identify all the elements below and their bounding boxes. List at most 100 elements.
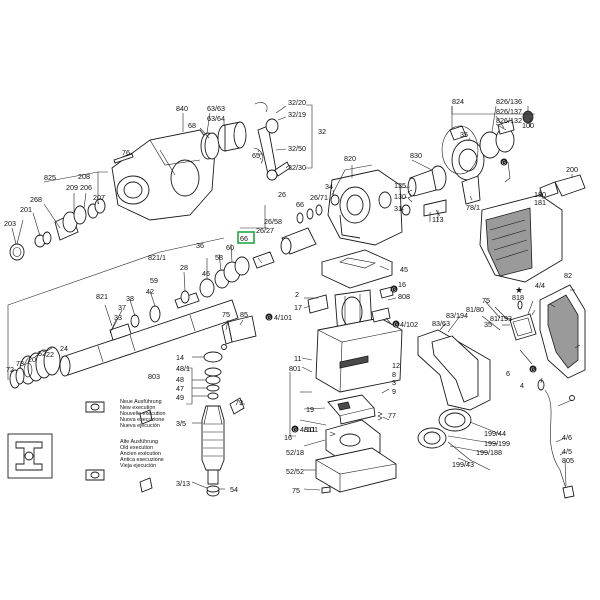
- callout-38: 38: [126, 294, 134, 303]
- legend-old-1: Old execution: [120, 445, 153, 451]
- callout-49: 49: [176, 393, 184, 402]
- spring-130: [407, 189, 413, 203]
- legend-new-3: Nuova esecuzione: [120, 417, 164, 423]
- callout-826-132: 826/132: [496, 116, 522, 125]
- gear-case-820: [327, 164, 403, 246]
- callout-77: 77: [388, 411, 396, 420]
- ring-66b: [306, 208, 314, 220]
- callout-labels: 840 63/63 68 63/64 76 825 208 209 206 20…: [4, 97, 578, 495]
- strain-relief: [537, 379, 545, 391]
- callout-2: 2: [295, 290, 299, 299]
- ring-49: [207, 392, 219, 400]
- callout-199-43: 199/43: [452, 460, 474, 469]
- callout-821: 821: [96, 292, 108, 301]
- svg-text:G: G: [267, 316, 271, 322]
- callout-48-1: 48/1: [176, 364, 190, 373]
- callout-808: 808: [398, 292, 410, 301]
- crank-assembly-32: [253, 102, 313, 181]
- callout-8: 8: [392, 370, 396, 379]
- callout-206: 206: [80, 183, 92, 192]
- callout-16: 16: [398, 280, 406, 289]
- ring-31: [401, 204, 411, 216]
- svg-text:G: G: [502, 161, 506, 167]
- callout-11: 11: [294, 354, 301, 363]
- spring-77: [377, 411, 383, 421]
- callout-32-30: 32/30: [288, 163, 306, 172]
- callout-32: 32: [318, 127, 326, 136]
- grease-marker-icon: G: [529, 365, 537, 374]
- striker-66: [252, 251, 275, 269]
- callout-75b: 75: [482, 296, 490, 305]
- legend-new-2: Nouvelle exécution: [120, 411, 166, 417]
- callout-81-193: 81/193: [490, 314, 512, 323]
- callout-79: 79: [235, 398, 243, 407]
- callout-100: 100: [522, 121, 534, 130]
- callout-805: 805: [562, 456, 574, 465]
- callout-209: 209: [66, 183, 78, 192]
- callout-83-194: 83/194: [446, 311, 468, 320]
- screw-75b: [517, 300, 523, 310]
- brush-holder-17: [307, 294, 329, 314]
- callout-66b: 66: [296, 200, 304, 209]
- grease-marker-icon: G: [390, 285, 398, 294]
- legend-old-execution: Alte Ausführung Old execution Ancien exé…: [85, 439, 164, 493]
- grease-marker-icon: G: [291, 425, 299, 434]
- callout-820: 820: [344, 154, 356, 163]
- callout-268: 268: [30, 195, 42, 204]
- pin-32-30: [274, 161, 291, 177]
- callout-200: 200: [566, 165, 578, 174]
- callout-19: 19: [306, 405, 314, 414]
- bearing-46: [199, 278, 215, 298]
- callout-28: 28: [180, 263, 188, 272]
- spring-clip: [504, 161, 511, 183]
- callout-54: 54: [230, 485, 238, 494]
- piston-end: [280, 237, 292, 255]
- sleeve-63-64: [217, 121, 247, 152]
- grease-marker-icon: G: [265, 313, 273, 322]
- callout-130: 130: [394, 192, 406, 201]
- gear-housing-group: [9, 112, 247, 261]
- callout-199-188: 199/188: [476, 448, 502, 457]
- callout-42: 42: [146, 287, 154, 296]
- callout-60: 60: [226, 243, 234, 252]
- svg-text:G: G: [293, 428, 297, 434]
- legend-old-4: Vieja ejecución: [120, 463, 156, 469]
- pin-76: [113, 153, 134, 164]
- callout-830: 830: [410, 151, 422, 160]
- chuck-parts-825: [9, 198, 106, 261]
- callout-68: 68: [188, 121, 196, 130]
- ring-66: [234, 256, 250, 276]
- callout-16b: 16: [284, 433, 292, 442]
- callout-52: 52: [38, 349, 46, 358]
- svg-text:★: ★: [515, 285, 523, 295]
- callout-32-50: 32/50: [288, 144, 306, 153]
- plug-805: [562, 485, 575, 499]
- callout-32-20: 32/20: [288, 98, 306, 107]
- callout-821-1: 821/1: [148, 253, 166, 262]
- callout-201: 201: [20, 205, 32, 214]
- callout-37: 37: [118, 303, 126, 312]
- clip-16: [379, 286, 394, 299]
- cable-199-43: [447, 441, 491, 471]
- brush-holder-808: [371, 307, 391, 323]
- callout-47: 47: [176, 384, 184, 393]
- callout-66: 66: [240, 234, 248, 243]
- callout-26-27: 26/27: [256, 226, 274, 235]
- callout-52-18: 52/18: [286, 448, 304, 457]
- spindle-assembly: [7, 204, 323, 389]
- stator-housing: [315, 317, 403, 393]
- flange: [339, 214, 361, 239]
- callout-63-64: 63/64: [207, 114, 225, 123]
- callout-34: 34: [325, 182, 333, 191]
- callout-65: 65°: [252, 151, 263, 160]
- spindle-tube: [59, 299, 239, 377]
- callout-12: 12: [392, 361, 400, 370]
- star-marker-icon: ★: [515, 285, 523, 295]
- callout-63-63: 63/63: [207, 104, 225, 113]
- rod-eye-top: [265, 118, 279, 134]
- callout-36: 36: [196, 241, 204, 250]
- handle-assembly-200: [479, 174, 586, 283]
- crimp-tool-icon: [7, 433, 53, 479]
